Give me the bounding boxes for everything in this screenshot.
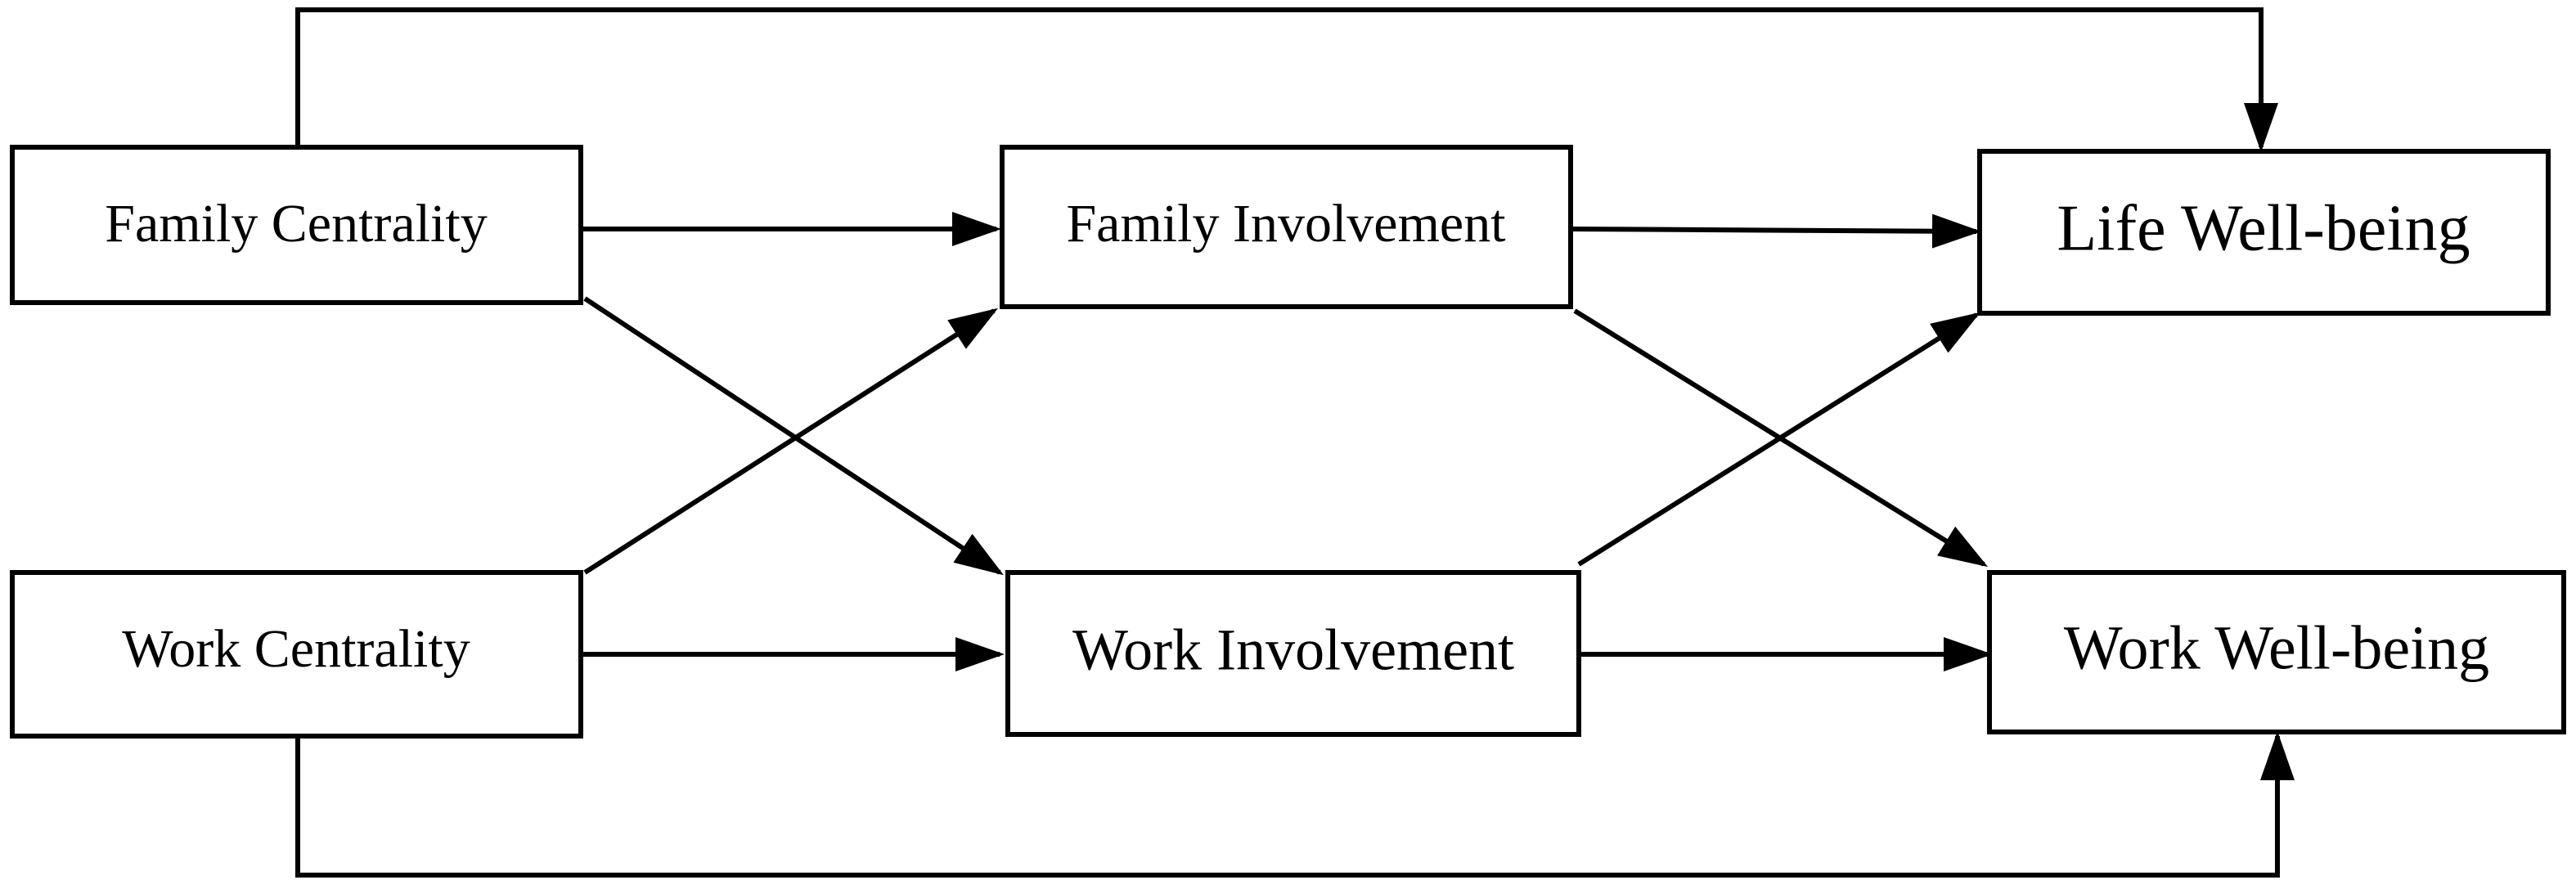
edge-family-involvement-to-life-wellbeing (1570, 213, 1981, 249)
node-family-involvement: Family Involvement (1000, 145, 1573, 309)
edge-family-centrality-to-work-involvement (583, 296, 1005, 576)
node-work-involvement-box (1005, 570, 1581, 737)
node-family-centrality-box (10, 145, 583, 305)
node-work-involvement: Work Involvement (1005, 570, 1581, 737)
node-work-wellbeing: Work Well-being (1987, 570, 2566, 734)
node-work-centrality-label: Work Centrality (122, 619, 470, 679)
node-work-wellbeing-label: Work Well-being (2064, 613, 2489, 682)
node-work-wellbeing-box (1987, 570, 2566, 734)
node-work-centrality-box (10, 570, 583, 739)
node-work-involvement-label: Work Involvement (1072, 617, 1514, 683)
node-family-involvement-label: Family Involvement (1066, 194, 1505, 254)
node-life-wellbeing: Life Well-being (1977, 149, 2551, 316)
node-family-centrality: Family Centrality (10, 145, 583, 305)
node-work-centrality: Work Centrality (10, 570, 583, 739)
node-family-centrality-label: Family Centrality (105, 194, 487, 254)
node-life-wellbeing-label: Life Well-being (2057, 192, 2470, 264)
node-life-wellbeing-box (1977, 149, 2551, 316)
edge-work-centrality-to-work-wellbeing (295, 731, 2295, 878)
node-family-involvement-box (1000, 145, 1573, 309)
edge-family-centrality-to-life-wellbeing (295, 7, 2278, 152)
edges (295, 7, 2295, 878)
edge-work-centrality-to-family-involvement (583, 308, 999, 575)
edge-work-involvement-to-life-wellbeing (1577, 312, 1981, 567)
